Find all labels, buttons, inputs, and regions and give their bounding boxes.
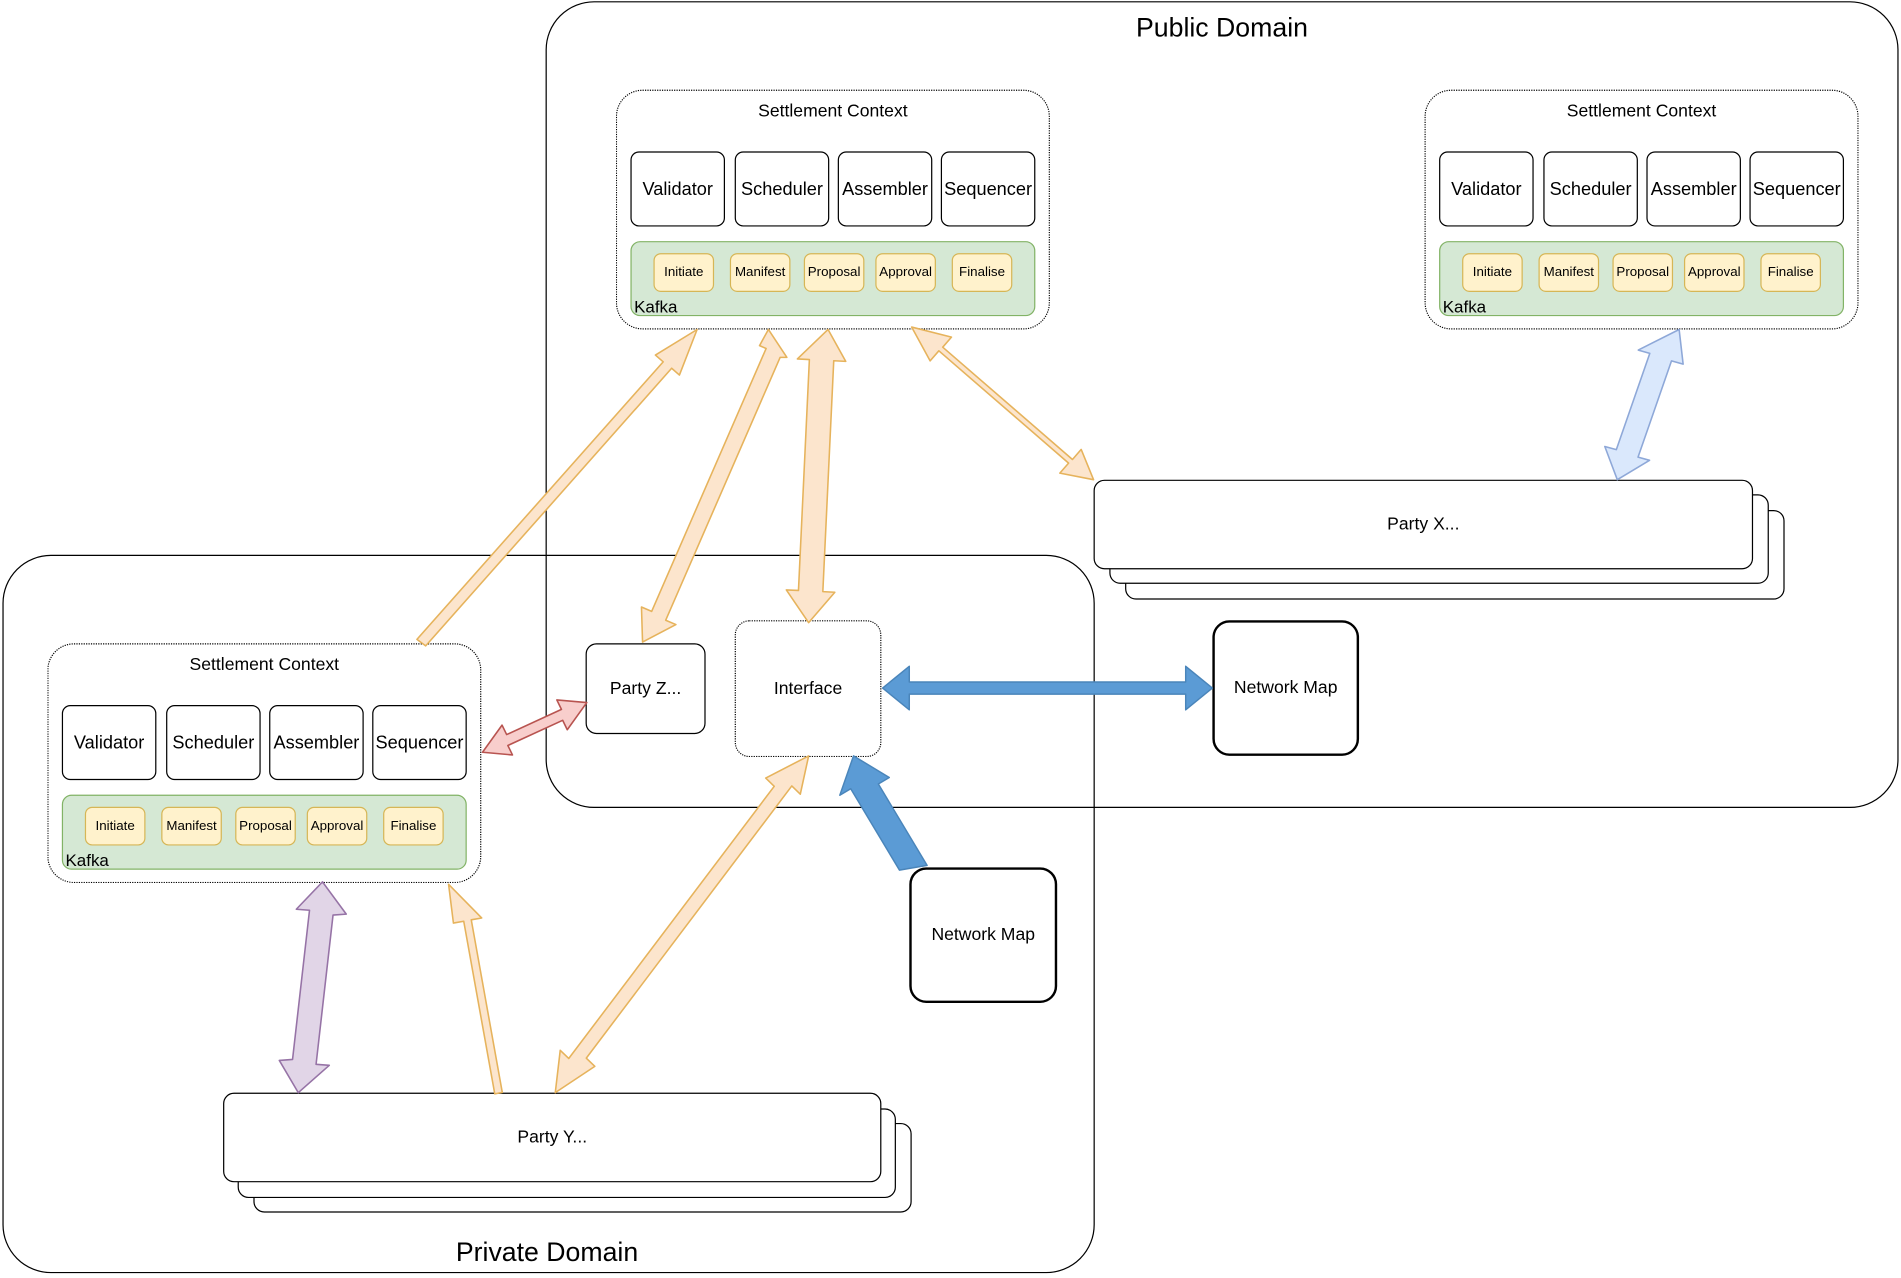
topic-initiate: Initiate: [1462, 253, 1523, 292]
sequencer-box: Sequencer: [940, 151, 1036, 227]
party-z-node: Party Z...: [585, 643, 706, 735]
kafka-bus: Initiate Manifest Proposal Approval Fina…: [61, 794, 467, 870]
settlement-context-title: Settlement Context: [189, 655, 340, 675]
sequencer-box: Sequencer: [372, 705, 467, 781]
kafka-label: Kafka: [65, 850, 109, 870]
topic-approval: Approval: [306, 806, 368, 846]
topic-manifest: Manifest: [161, 806, 222, 846]
public-settlement-context-remote: Settlement Context Validator Scheduler A…: [1424, 89, 1859, 330]
validator-box: Validator: [630, 151, 725, 227]
settlement-context-title: Settlement Context: [1566, 101, 1717, 122]
topic-manifest: Manifest: [729, 253, 791, 292]
sequencer-box: Sequencer: [1749, 151, 1845, 227]
scheduler-box: Scheduler: [734, 151, 830, 227]
topic-initiate: Initiate: [653, 253, 715, 292]
public-settlement-context-main: Settlement Context Validator Scheduler A…: [615, 89, 1050, 330]
private-domain-title: Private Domain: [455, 1236, 639, 1268]
assembler-box: Assembler: [269, 705, 364, 781]
topic-proposal: Proposal: [803, 253, 865, 292]
kafka-bus: Initiate Manifest Proposal Approval Fina…: [630, 241, 1036, 317]
party-x-node: Party X...: [1093, 479, 1754, 570]
topic-approval: Approval: [1683, 253, 1745, 292]
topic-finalise: Finalise: [951, 253, 1013, 292]
network-map-public: Network Map: [1212, 620, 1360, 756]
validator-box: Validator: [61, 705, 157, 781]
kafka-bus: Initiate Manifest Proposal Approval Fina…: [1439, 241, 1845, 317]
topic-finalise: Finalise: [383, 806, 444, 846]
kafka-label: Kafka: [1442, 296, 1487, 317]
topic-manifest: Manifest: [1538, 253, 1600, 292]
topic-proposal: Proposal: [235, 806, 296, 846]
assembler-box: Assembler: [1646, 151, 1741, 227]
assembler-box: Assembler: [837, 151, 933, 227]
network-map-private: Network Map: [909, 867, 1058, 1004]
private-settlement-context: Settlement Context Validator Scheduler A…: [47, 643, 482, 884]
settlement-context-title: Settlement Context: [758, 101, 908, 122]
kafka-label: Kafka: [634, 296, 678, 317]
scheduler-box: Scheduler: [166, 705, 261, 781]
party-y-node: Party Y...: [223, 1092, 882, 1183]
topic-initiate: Initiate: [84, 806, 146, 846]
interface-node: Interface: [734, 620, 882, 758]
public-domain-title: Public Domain: [1135, 12, 1308, 43]
validator-box: Validator: [1439, 151, 1534, 227]
topic-proposal: Proposal: [1612, 253, 1674, 292]
topic-finalise: Finalise: [1760, 253, 1821, 292]
topic-approval: Approval: [875, 253, 936, 292]
scheduler-box: Scheduler: [1543, 151, 1638, 227]
